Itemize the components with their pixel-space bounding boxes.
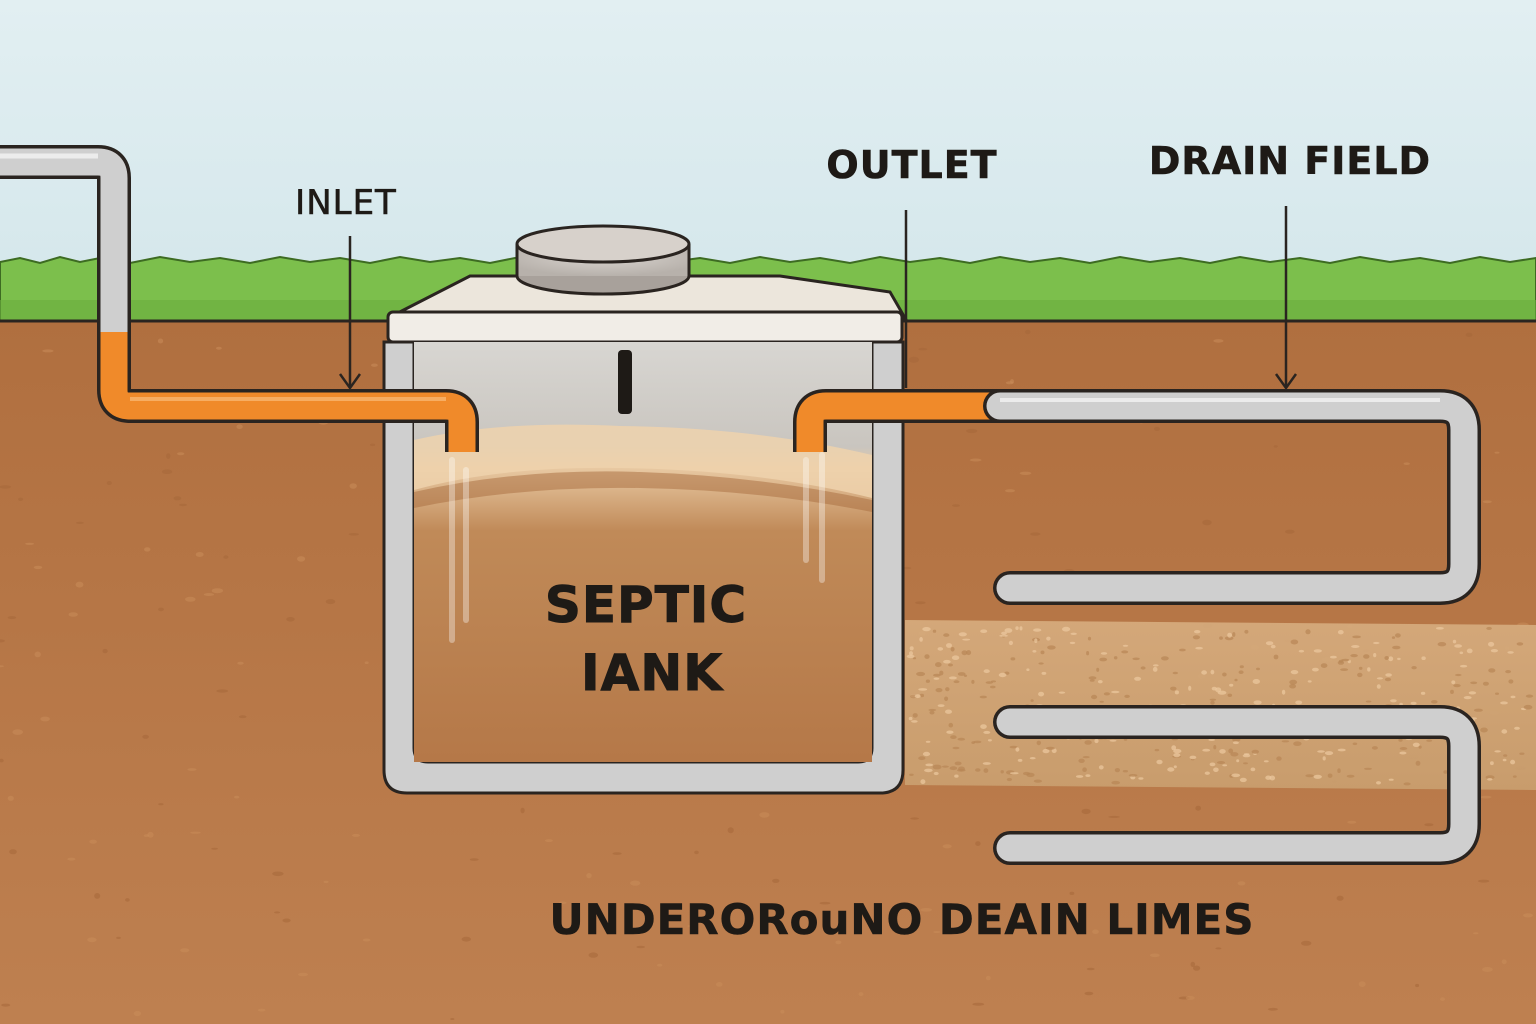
inlet-drips <box>449 457 469 643</box>
inlet-leader <box>338 236 362 391</box>
outlet-drips <box>803 452 825 583</box>
outlet-label: OUTLET <box>826 143 997 187</box>
tank-baffle <box>618 350 632 414</box>
sky <box>0 0 1536 262</box>
tank-label-line2: IANK <box>581 644 724 702</box>
tank-access-lid <box>515 224 691 296</box>
drain-field-label: DRAIN FIELD <box>1149 139 1431 183</box>
inlet-label: INLET <box>295 183 397 223</box>
sludge-wave <box>414 471 872 512</box>
tank-label-line1: SEPTIC <box>545 576 747 634</box>
tank-rim <box>386 310 904 344</box>
scum-layer <box>414 424 872 498</box>
drain-field-leader <box>1274 206 1298 391</box>
underground-lines-label: UNDERORouNO DEAIN LIMES <box>549 895 1254 944</box>
